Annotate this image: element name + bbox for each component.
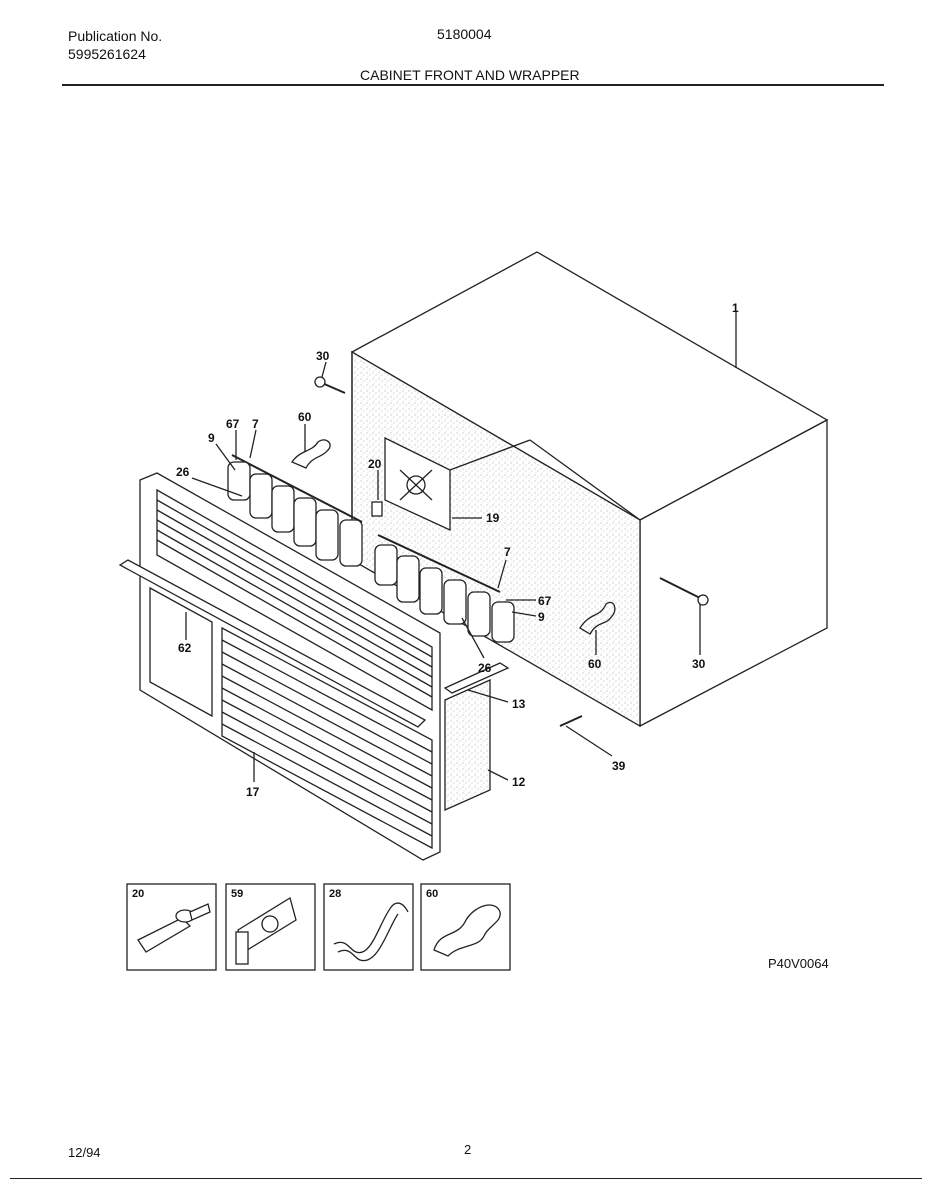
leader-lines: [185, 312, 737, 782]
detail-box-59: [225, 883, 316, 971]
detail-box-20-label: 20: [132, 888, 144, 900]
drawing-code: P40V0064: [768, 956, 829, 971]
callout-39: 39: [612, 759, 626, 773]
clip-60-side: [579, 601, 616, 635]
callout-26-lower: 26: [478, 661, 492, 675]
detail-box-28-label: 28: [329, 888, 341, 900]
screw-left: [314, 376, 346, 394]
callout-7-lower: 7: [504, 545, 511, 559]
callout-30-left: 30: [316, 349, 330, 363]
footer-date: 12/94: [68, 1145, 101, 1160]
callout-67-lower: 67: [538, 594, 552, 608]
publication-number: 5995261624: [68, 46, 146, 62]
callout-13: 13: [512, 697, 526, 711]
model-number: 5180004: [437, 26, 492, 42]
callout-19: 19: [486, 511, 500, 525]
air-filter: [444, 678, 491, 812]
lower-louver-assembly: [374, 534, 515, 643]
callout-26-upper: 26: [176, 465, 190, 479]
publication-label: Publication No.: [68, 28, 163, 44]
cabinet-wrapper: [350, 251, 829, 728]
detail-box-20: [126, 883, 217, 971]
clip-60-upper: [291, 439, 331, 469]
callout-62: 62: [178, 641, 192, 655]
callout-7-upper: 7: [252, 417, 259, 431]
callout-1: 1: [732, 301, 739, 315]
callout-9-upper: 9: [208, 431, 215, 445]
screw-39: [559, 715, 583, 727]
callout-20: 20: [368, 457, 382, 471]
footer-page-number: 2: [464, 1142, 472, 1157]
callout-17: 17: [246, 785, 260, 799]
callout-30-right: 30: [692, 657, 706, 671]
upper-louver-assembly: [227, 454, 363, 567]
detail-box-60: [420, 883, 511, 971]
header-rule: [62, 84, 884, 86]
detail-box-59-label: 59: [231, 888, 243, 900]
callout-67-upper: 67: [226, 417, 240, 431]
footer-rule: [10, 1178, 922, 1179]
cabinet-front: [118, 472, 441, 861]
control-panel-plate: [384, 436, 451, 532]
detail-box-60-label: 60: [426, 888, 438, 900]
callout-9-lower: 9: [538, 610, 545, 624]
detail-box-28: [323, 883, 414, 971]
part-20-bracket: [371, 501, 383, 517]
callout-12: 12: [512, 775, 526, 789]
filter-frame: [443, 662, 510, 694]
callout-60-upper: 60: [298, 410, 312, 424]
callout-60-side: 60: [588, 657, 602, 671]
section-title: CABINET FRONT AND WRAPPER: [360, 67, 580, 83]
screw-right: [659, 577, 709, 606]
